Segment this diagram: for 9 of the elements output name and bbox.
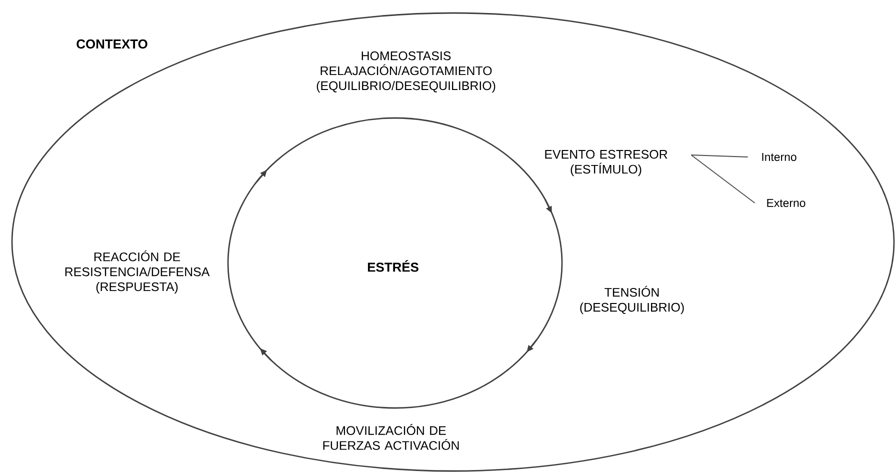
stage-label: Interno <box>762 153 796 161</box>
stage-label: TENSIÓN (DESEQUILIBRIO) <box>580 286 684 314</box>
stage-label: MOVILIZACIÓN DE FUERZAS ACTIVACIÓN <box>323 424 459 450</box>
stage-label: EVENTO ESTRESOR (ESTÍMULO) <box>545 150 668 176</box>
stage-label: HOMEOSTASIS RELAJACIÓN/AGOTAMIENTO (EQUILIBRIO/DESEQUILIBRIO) <box>316 51 496 93</box>
branch-line <box>690 154 748 158</box>
stage-label: Externo <box>767 199 806 207</box>
branch-line <box>690 154 756 204</box>
stage-label: REACCIÓN DE RESISTENCIA/DEFENSA (RESPUESTA) <box>65 250 210 294</box>
